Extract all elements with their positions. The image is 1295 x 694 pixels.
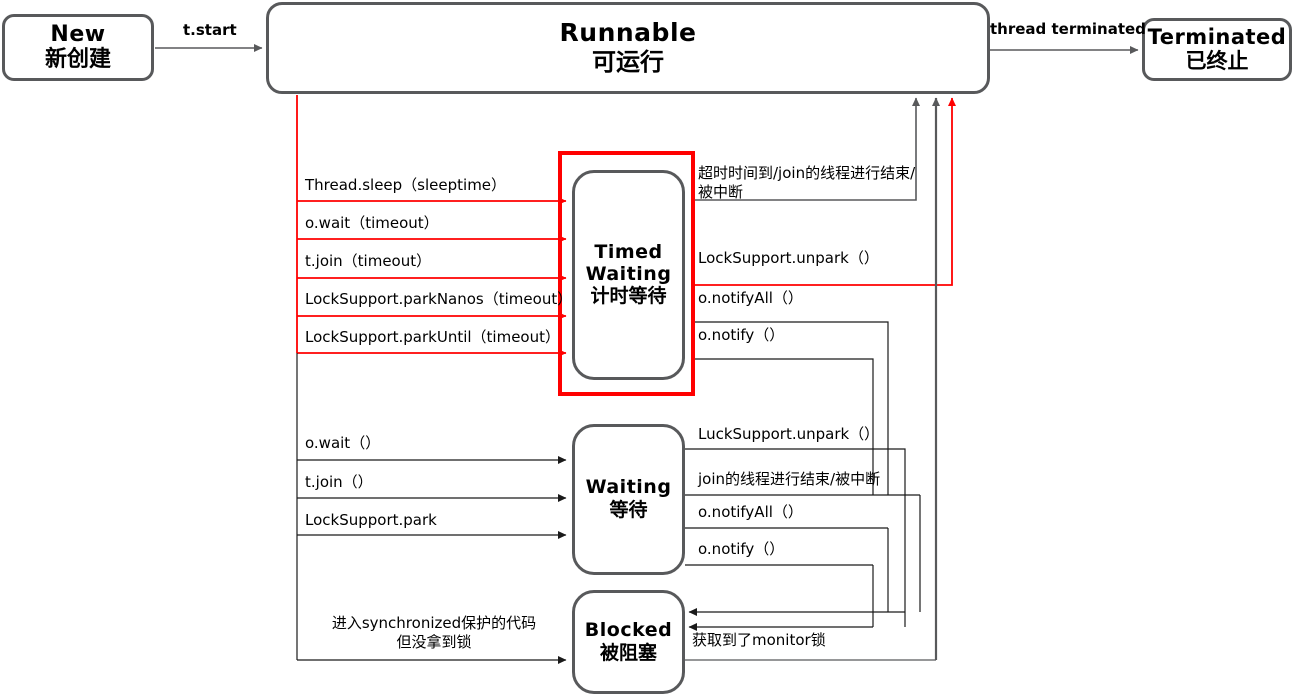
edge-label-timed-exit-0: 超时时间到/join的线程进行结束/被中断 xyxy=(698,164,916,201)
edge-label-waiting-enter-1: t.join（） xyxy=(305,473,373,491)
state-label-zh: 可运行 xyxy=(592,47,664,76)
edge-label-waiting-exit-0: LuckSupport.unpark（） xyxy=(698,425,880,443)
state-box-new[interactable]: New 新创建 xyxy=(2,14,154,81)
state-label-zh: 新创建 xyxy=(44,46,111,72)
edge-label-timed-enter-4: LockSupport.parkUntil（timeout） xyxy=(305,328,560,346)
edge-label-timed-enter-2: t.join（timeout） xyxy=(305,252,432,270)
edge-label-thread-terminated: thread terminated xyxy=(990,20,1146,38)
edge-label-waiting-enter-2: LockSupport.park xyxy=(305,511,437,529)
edge-label-timed-enter-0: Thread.sleep（sleeptime） xyxy=(305,176,507,194)
state-label-zh: 计时等待 xyxy=(590,285,667,308)
edge-label-waiting-exit-1: join的线程进行结束/被中断 xyxy=(698,470,881,488)
state-box-blocked[interactable]: Blocked 被阻塞 xyxy=(572,590,685,694)
state-box-waiting[interactable]: Waiting 等待 xyxy=(572,424,685,575)
state-label-en: Terminated xyxy=(1147,24,1287,49)
edge-label-blocked-enter-line1: 进入synchronized保护的代码 xyxy=(331,614,537,632)
edge-label-blocked-enter-line2: 但没拿到锁 xyxy=(396,632,472,651)
state-label-en: Runnable xyxy=(559,18,697,48)
state-box-timed-waiting[interactable]: Timed Waiting 计时等待 xyxy=(572,170,685,380)
state-label-zh: 被阻塞 xyxy=(599,641,657,664)
edge-label-blocked-enter: 进入synchronized保护的代码 但没拿到锁 xyxy=(300,614,568,652)
state-label-zh: 等待 xyxy=(609,499,648,522)
state-label-en: Waiting xyxy=(585,476,672,499)
state-label-en: Blocked xyxy=(584,618,673,641)
state-label-en: New xyxy=(50,21,106,47)
edge-label-timed-exit-1: LockSupport.unpark（） xyxy=(698,249,879,267)
edge-label-timed-exit-3: o.notify（） xyxy=(698,326,785,344)
edge-label-timed-enter-1: o.wait（timeout） xyxy=(305,214,439,232)
state-box-terminated[interactable]: Terminated 已终止 xyxy=(1142,18,1292,81)
edge-label-timed-exit-2: o.notifyAll（） xyxy=(698,289,803,307)
edge-label-timed-enter-3: LockSupport.parkNanos（timeout） xyxy=(305,290,573,308)
state-label-en-line2: Waiting xyxy=(585,262,672,285)
edge-label-blocked-exit: 获取到了monitor锁 xyxy=(692,631,826,649)
edge-label-waiting-exit-3: o.notify（） xyxy=(698,540,785,558)
edge-label-waiting-exit-2: o.notifyAll（） xyxy=(698,503,803,521)
edge-label-waiting-enter-0: o.wait（） xyxy=(305,434,381,452)
state-box-runnable[interactable]: Runnable 可运行 xyxy=(266,2,990,94)
state-label-zh: 已终止 xyxy=(1185,48,1249,73)
state-label-en-line1: Timed xyxy=(594,240,663,263)
edge-label-t-start: t.start xyxy=(183,21,237,39)
